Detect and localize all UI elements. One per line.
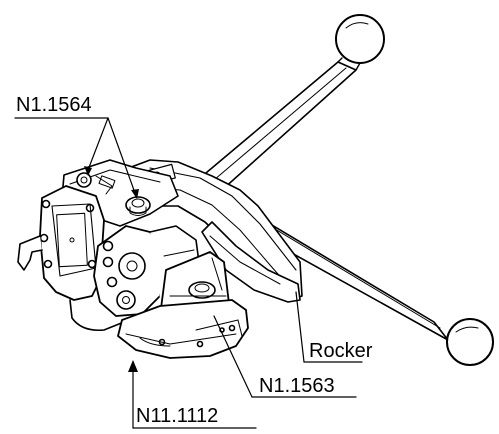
leader-lines xyxy=(14,117,363,429)
callout-label-n1-1563: N1.1563 xyxy=(259,375,335,397)
callout-label-n1-1564: N1.1564 xyxy=(16,94,92,116)
base-foot-plate xyxy=(117,299,249,359)
upper-lever-handle xyxy=(199,14,385,191)
side-housing-plate xyxy=(17,185,125,332)
rocker-arm xyxy=(201,221,301,303)
callout-label-n11-1112: N11.1112 xyxy=(136,405,219,427)
callout-label-rocker: Rocker xyxy=(309,340,373,362)
